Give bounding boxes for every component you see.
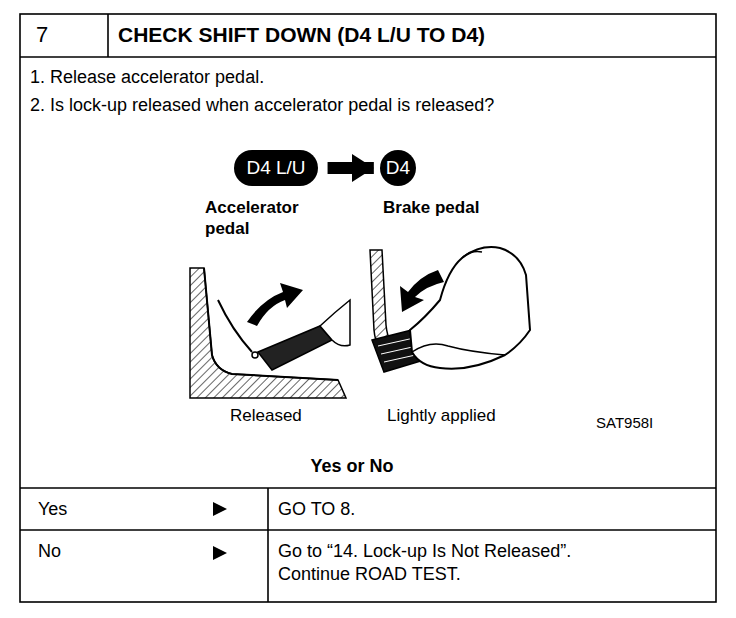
figure-code: SAT958I (596, 414, 653, 433)
range-circle: D4 (380, 150, 416, 186)
range-label: D4 (386, 157, 410, 179)
instruction: 1. Release accelerator pedal. (30, 66, 264, 89)
table-cell: Go to “14. Lock-up Is Not Released”. Con… (278, 540, 628, 585)
table-frame (20, 14, 716, 602)
table-cell: Yes (38, 498, 67, 521)
step-number: 7 (36, 21, 48, 49)
range-label: D4 L/U (246, 157, 305, 179)
instruction: 2. Is lock-up released when accelerator … (30, 94, 494, 117)
step-title: CHECK SHIFT DOWN (D4 L/U TO D4) (118, 22, 485, 48)
pedal-caption: Brake pedal (383, 197, 479, 218)
brake-pedal-figure (370, 247, 530, 372)
pedal-caption: Accelerator pedal (205, 197, 325, 240)
pedal-state: Lightly applied (387, 405, 496, 426)
pointer-triangle (213, 502, 227, 516)
range-pill: D4 L/U (234, 150, 317, 186)
table-cell: GO TO 8. (278, 498, 355, 521)
table-cell: No (38, 540, 61, 563)
pointer-triangle (213, 546, 227, 560)
question: Yes or No (310, 455, 393, 478)
pedal-state: Released (230, 405, 302, 426)
transition-arrow (328, 162, 374, 174)
accelerator-pedal-figure (190, 268, 350, 398)
